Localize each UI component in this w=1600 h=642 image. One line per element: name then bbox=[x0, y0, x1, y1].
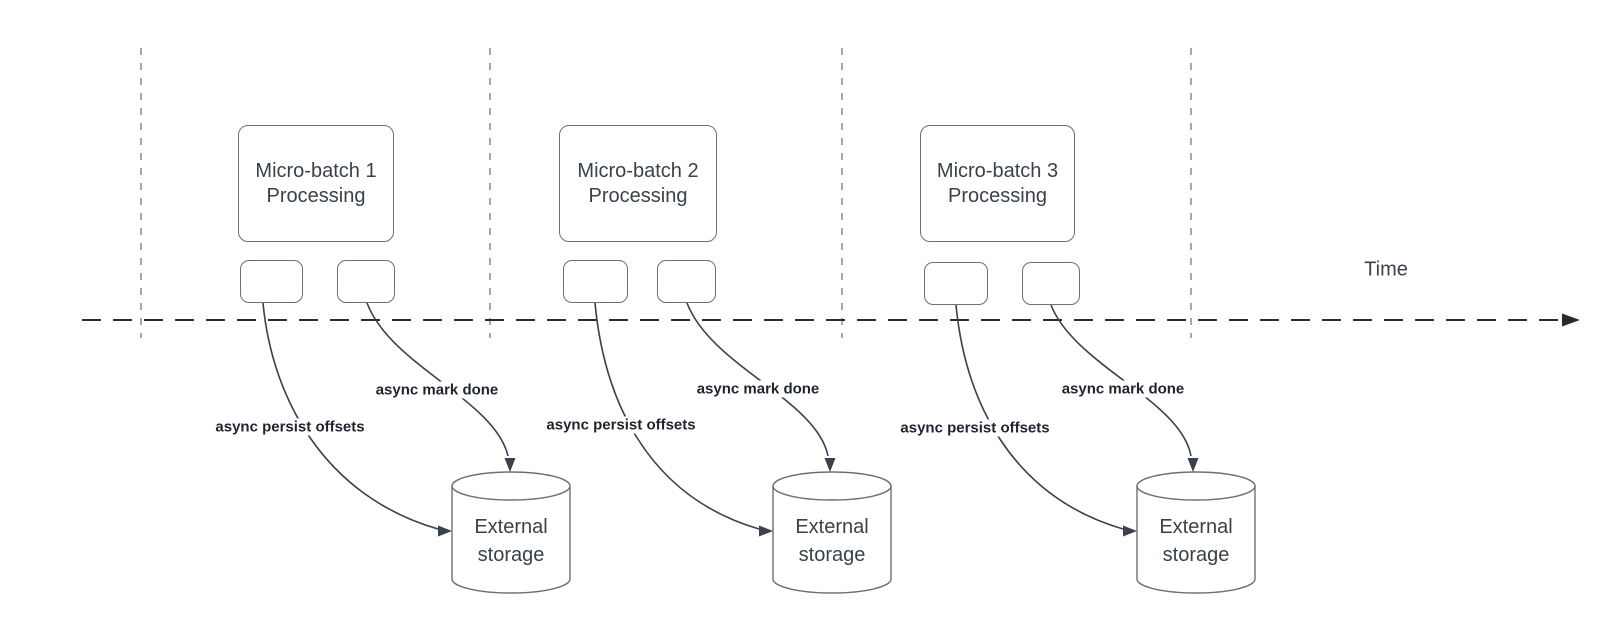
storage-cylinder-2-rim bbox=[772, 485, 892, 501]
storage-cylinder-3 bbox=[1136, 471, 1256, 594]
micro-batch-3-label: Micro-batch 3 Processing bbox=[936, 159, 1059, 207]
persist-offsets-label-3: async persist offsets bbox=[897, 419, 1053, 437]
offset-task-box-1 bbox=[240, 260, 303, 303]
storage-cylinder-2 bbox=[772, 471, 892, 594]
persist-offsets-curve-1 bbox=[262, 302, 439, 530]
persist-arrowhead-icon-1 bbox=[438, 525, 452, 537]
micro-batch-3-box: Micro-batch 3 Processing bbox=[920, 125, 1075, 242]
external-storage-label-1: External storage bbox=[474, 516, 548, 566]
mark-done-curve-1 bbox=[366, 302, 509, 457]
persist-offsets-curve-3 bbox=[955, 304, 1124, 530]
offset-task-box-2 bbox=[563, 260, 628, 303]
done-task-box-3 bbox=[1022, 262, 1080, 305]
offset-task-box-3 bbox=[924, 262, 988, 305]
done-task-box-1 bbox=[337, 260, 395, 303]
done-arrowhead-icon-2 bbox=[824, 458, 836, 472]
storage-cylinder-1 bbox=[451, 471, 571, 594]
external-storage-label-2: External storage bbox=[795, 516, 869, 566]
micro-batch-1-label: Micro-batch 1 Processing bbox=[255, 159, 377, 207]
persist-offsets-curve-2 bbox=[594, 302, 760, 530]
micro-batch-2-box: Micro-batch 2 Processing bbox=[559, 125, 717, 242]
done-arrowhead-icon-3 bbox=[1187, 458, 1199, 472]
persist-arrowhead-icon-3 bbox=[1123, 525, 1137, 537]
time-axis-label: Time bbox=[1364, 258, 1408, 281]
micro-batch-1-box: Micro-batch 1 Processing bbox=[238, 125, 394, 242]
mark-done-curve-2 bbox=[686, 302, 829, 457]
mark-done-label-2: async mark done bbox=[693, 380, 823, 398]
mark-done-label-3: async mark done bbox=[1058, 380, 1188, 398]
done-arrowhead-icon-1 bbox=[504, 458, 516, 472]
persist-arrowhead-icon-2 bbox=[759, 525, 773, 537]
done-task-box-2 bbox=[657, 260, 716, 303]
persist-offsets-label-1: async persist offsets bbox=[212, 418, 368, 436]
time-axis-arrowhead-icon bbox=[1562, 313, 1580, 327]
persist-offsets-label-2: async persist offsets bbox=[543, 416, 699, 434]
mark-done-label-1: async mark done bbox=[372, 381, 502, 399]
external-storage-label-3: External storage bbox=[1159, 516, 1233, 566]
storage-cylinder-1-rim bbox=[451, 485, 571, 501]
storage-cylinder-3-rim bbox=[1136, 485, 1256, 501]
micro-batch-2-label: Micro-batch 2 Processing bbox=[577, 159, 699, 207]
